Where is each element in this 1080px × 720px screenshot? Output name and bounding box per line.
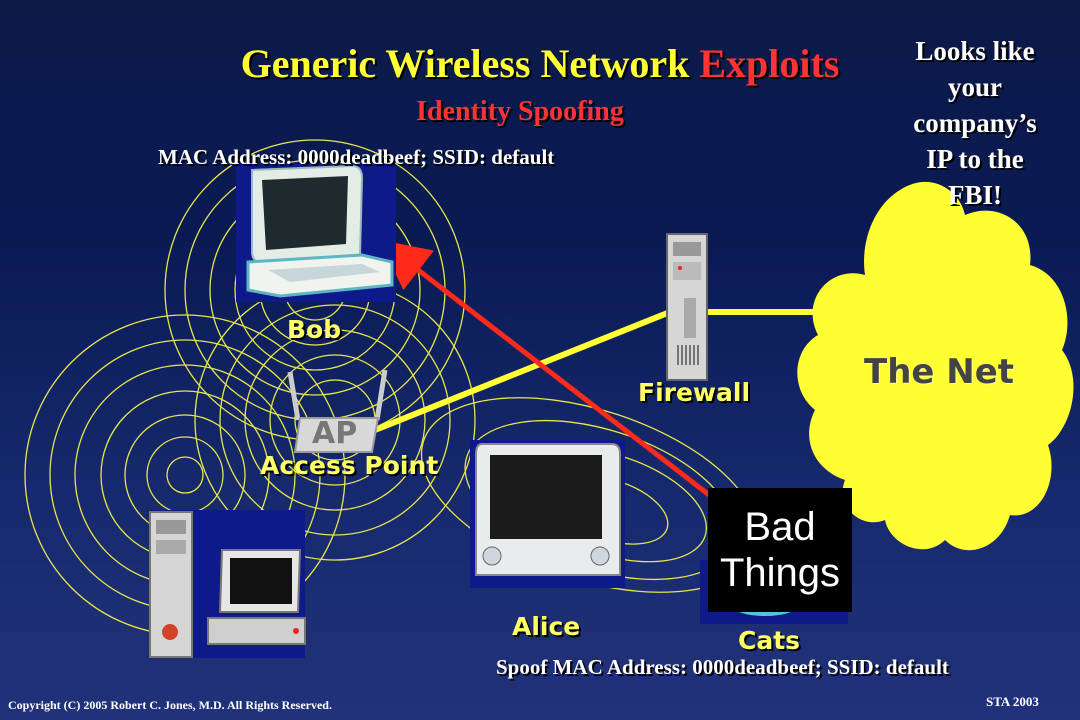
slide-subtitle: Identity Spoofing	[416, 96, 624, 127]
bad-things-line-1: Bad	[744, 505, 816, 549]
desktop-computer-icon	[149, 510, 306, 658]
label-bob: Bob	[287, 315, 342, 344]
access-point-icon	[287, 369, 388, 453]
laptop-icon	[236, 164, 396, 302]
side-note-line: company’s	[913, 108, 1037, 138]
bad-things-box: Bad Things	[708, 488, 852, 612]
label-access-point: Access Point	[260, 451, 439, 480]
label-firewall: Firewall	[638, 378, 751, 407]
side-note-line: your	[948, 72, 1002, 102]
label-the-net: The Net	[864, 352, 1015, 392]
footer-tag: STA 2003	[986, 694, 1039, 709]
attack-arrow-icon	[379, 239, 737, 517]
side-note-line: Looks like	[915, 36, 1035, 66]
slide-title: Generic Wireless Network Exploits	[0, 40, 1080, 87]
side-note: Looks like your company’s IP to the FBI!	[900, 33, 1050, 213]
title-main: Generic Wireless Network	[240, 41, 700, 86]
access-point-badge: AP	[312, 416, 358, 451]
label-cats: Cats	[738, 626, 801, 655]
label-alice: Alice	[512, 612, 581, 641]
bad-things-line-2: Things	[719, 551, 841, 595]
firewall-server-icon	[666, 233, 708, 381]
imac-icon	[470, 440, 625, 588]
side-note-line: IP to the	[926, 144, 1024, 174]
footer-copyright: Copyright (C) 2005 Robert C. Jones, M.D.…	[8, 698, 332, 712]
side-note-line: FBI!	[948, 180, 1002, 210]
mac-address-note: MAC Address: 0000deadbeef; SSID: default	[158, 145, 555, 169]
wired-links	[368, 305, 845, 435]
cloud-icon	[797, 181, 1074, 551]
title-highlight: Exploits	[699, 41, 840, 86]
spoof-note: Spoof MAC Address: 0000deadbeef; SSID: d…	[496, 655, 949, 679]
